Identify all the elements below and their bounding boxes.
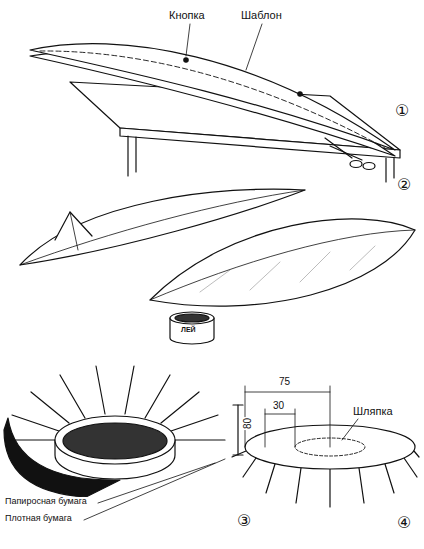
balloon-opening — [175, 439, 225, 440]
balloon-gore — [200, 246, 375, 292]
paper-strip — [40, 51, 385, 148]
cap — [266, 464, 275, 493]
cap — [385, 464, 394, 493]
balloon-opening — [171, 415, 218, 431]
balloon-opening — [125, 366, 134, 414]
cap — [329, 469, 330, 507]
cap — [232, 451, 246, 457]
cap — [359, 468, 364, 503]
paper-strip — [30, 44, 395, 150]
balloon-opening — [12, 415, 59, 431]
scissors — [350, 161, 362, 168]
dimension: 80 — [242, 416, 253, 429]
balloon-gore — [20, 189, 415, 306]
callout-number: ③ — [236, 512, 252, 530]
leader-line — [84, 459, 225, 520]
table — [393, 158, 394, 178]
dimension: 30 — [272, 400, 285, 411]
balloon-opening — [96, 366, 105, 414]
leader-line — [98, 463, 215, 503]
pin — [184, 58, 188, 62]
table — [135, 137, 136, 172]
cap — [404, 458, 417, 477]
pin — [298, 92, 302, 96]
pin — [246, 24, 262, 70]
balloon-opening — [145, 375, 170, 418]
part-label: Папиросная бумага — [4, 497, 88, 507]
cardboard-ring — [63, 423, 167, 459]
paper-strip — [30, 44, 395, 156]
glue-jar — [170, 312, 214, 324]
part-label: Кнопка — [168, 9, 206, 21]
dimension-line — [265, 414, 295, 415]
glue-jar — [170, 312, 214, 344]
scissors — [330, 146, 362, 160]
balloon-opening — [161, 392, 199, 423]
dimension-line — [295, 409, 296, 447]
leader-line — [84, 459, 225, 520]
dimension-line — [265, 409, 266, 447]
callout-number: ① — [394, 102, 410, 120]
part-label: Шляпка — [352, 405, 394, 417]
scissors — [325, 138, 352, 158]
balloon-opening — [10, 439, 55, 440]
table — [127, 136, 128, 176]
cardboard-ring — [55, 416, 175, 464]
pin — [186, 24, 190, 56]
scissors — [363, 163, 375, 170]
table — [385, 158, 386, 182]
balloon-opening — [60, 375, 85, 418]
part-label: Шаблон — [240, 9, 283, 21]
dimension-line — [342, 419, 358, 440]
balloon-gore — [55, 212, 92, 240]
part-label: Плотная бумага — [4, 514, 73, 524]
balloon-opening — [31, 392, 69, 423]
dimension-line — [245, 386, 358, 447]
cap — [414, 451, 419, 457]
cap — [296, 468, 301, 503]
cap — [243, 458, 256, 477]
balloon-gore — [70, 212, 78, 250]
dimension-line — [237, 405, 238, 455]
callout-number: ② — [396, 176, 412, 194]
balloon-opening — [4, 366, 225, 497]
dimension-line — [245, 392, 330, 393]
balloon-gore — [150, 230, 415, 300]
cap — [232, 425, 419, 507]
balloon-gore — [150, 219, 415, 306]
jar-label: ЛЕЙ — [180, 326, 197, 334]
cardboard-ring — [55, 416, 175, 479]
glue-jar — [175, 314, 209, 322]
callout-number: ④ — [396, 514, 412, 532]
dimension-line — [330, 386, 331, 447]
dimension-line — [233, 404, 243, 405]
pin — [184, 24, 302, 96]
scissors — [325, 138, 375, 170]
dimension: 75 — [278, 376, 291, 387]
